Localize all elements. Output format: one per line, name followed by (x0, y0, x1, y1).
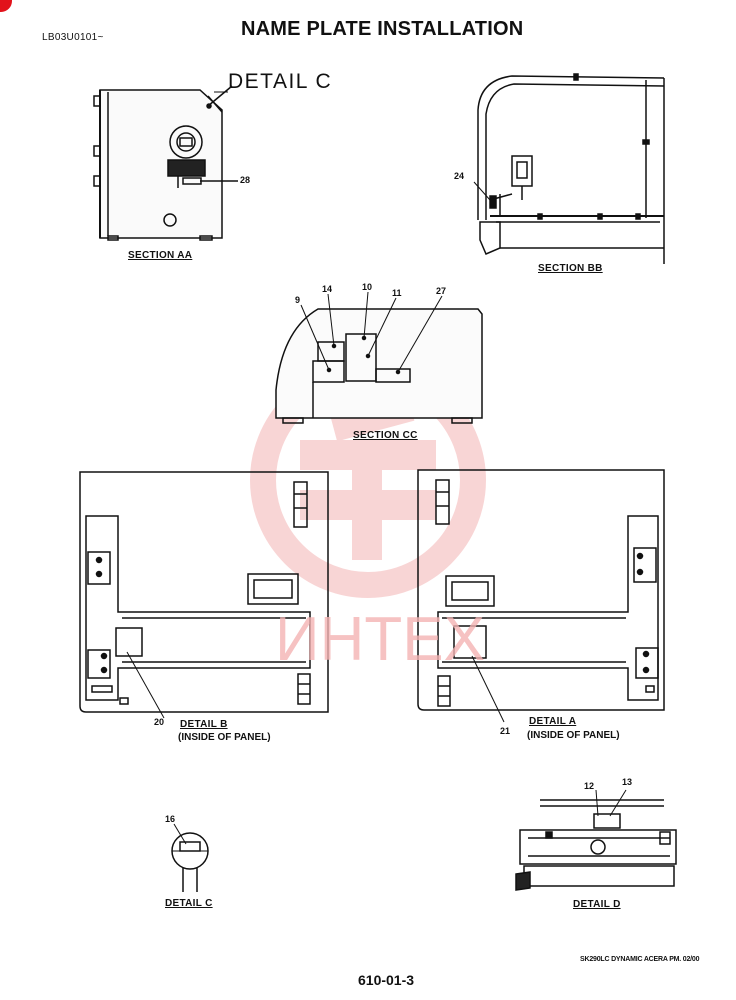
item-label-27: 27 (436, 286, 447, 296)
detail-d-caption: DETAIL D (573, 899, 621, 910)
item-label-24: 24 (454, 171, 465, 181)
detail-a-subcaption: (INSIDE OF PANEL) (527, 730, 620, 741)
section-aa-caption: SECTION AA (128, 250, 193, 261)
item-label-9: 9 (295, 295, 301, 305)
detail-c-drawing (172, 824, 208, 892)
detail-c-callout: DETAIL C (228, 70, 333, 93)
section-bb-caption: SECTION BB (538, 263, 603, 274)
detail-a-caption: DETAIL A (529, 716, 577, 727)
detail-b-subcaption: (INSIDE OF PANEL) (178, 732, 271, 743)
item-label-14: 14 (322, 284, 333, 294)
item-label-13: 13 (622, 777, 633, 787)
item-label-10: 10 (362, 282, 373, 292)
page-number: 610-01-3 (358, 972, 415, 988)
page-title: NAME PLATE INSTALLATION (241, 18, 524, 40)
section-cc-caption: SECTION CC (353, 430, 418, 441)
detail-b-caption: DETAIL B (180, 719, 228, 730)
model-footer: SK290LC DYNAMIC ACERA PM. 02/00 (580, 956, 700, 963)
section-cc-drawing (276, 292, 482, 423)
watermark-text: ИНТЕХ (275, 605, 485, 674)
detail-a-drawing (418, 470, 664, 722)
item-label-28: 28 (240, 175, 251, 185)
document-code: LB03U0101~ (42, 32, 104, 43)
detail-c-caption: DETAIL C (165, 898, 213, 909)
item-label-16: 16 (165, 814, 176, 824)
item-label-20: 20 (154, 717, 165, 727)
item-label-12: 12 (584, 781, 595, 791)
item-label-21: 21 (500, 726, 511, 736)
section-aa-drawing (94, 86, 238, 240)
detail-d-drawing (516, 790, 676, 890)
detail-b-drawing (80, 472, 328, 718)
section-bb-drawing (474, 74, 664, 264)
item-label-11: 11 (392, 288, 402, 298)
